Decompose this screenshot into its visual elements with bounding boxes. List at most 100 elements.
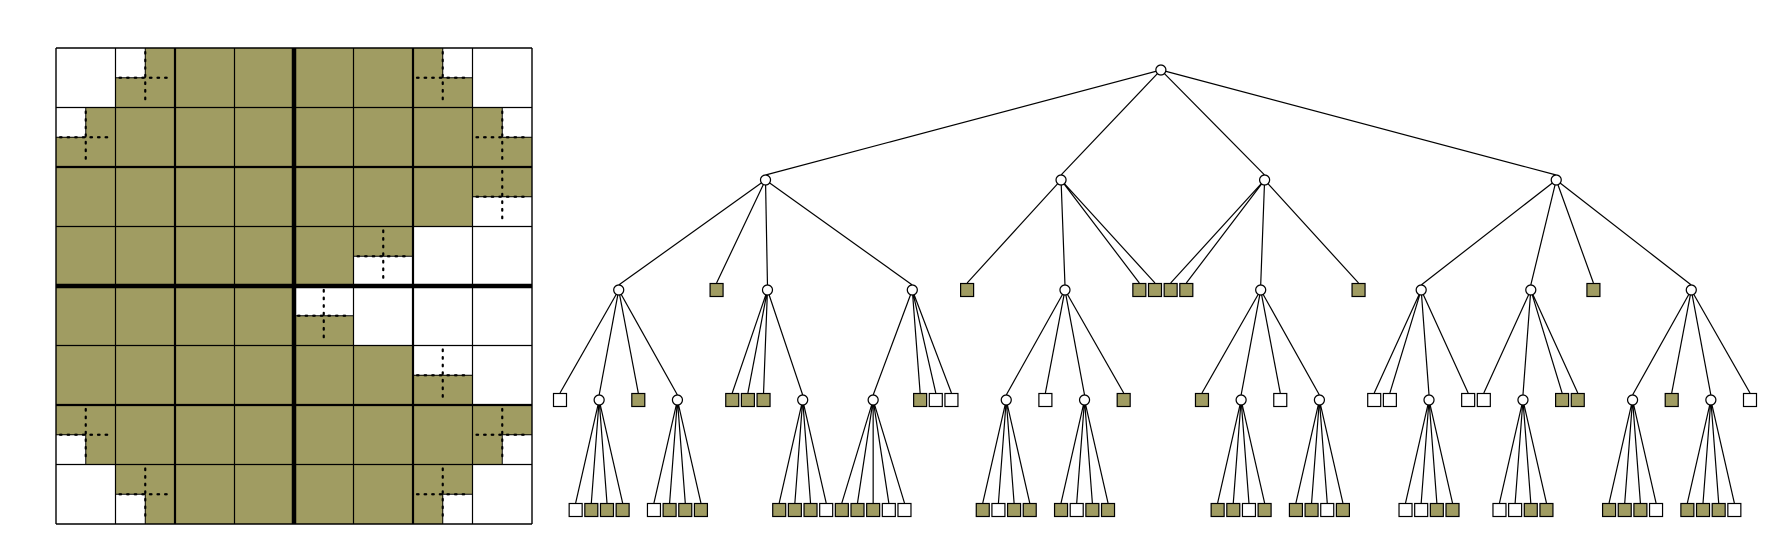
tree-edge-27 <box>856 399 874 504</box>
tree-internal-node-69 <box>1550 174 1562 186</box>
tree-internal-node-25 <box>906 284 918 296</box>
tree-edge-63 <box>1295 399 1320 504</box>
tree-edge-79 <box>1483 289 1532 394</box>
tree-edge-11 <box>669 399 679 504</box>
tree-edge-1 <box>618 179 766 286</box>
grid-cell-1-1 <box>115 107 175 167</box>
tree-edge-43 <box>1064 289 1086 396</box>
tree-full-leaf-41 <box>1006 502 1022 518</box>
grid-cell-7-7 <box>472 464 532 524</box>
tree-empty-leaf-24 <box>819 502 834 518</box>
tree-full-leaf-36 <box>960 282 975 298</box>
tree-edge-60 <box>1240 399 1266 504</box>
grid-cell-3-4 <box>294 226 354 286</box>
tree-empty-leaf-80 <box>1476 392 1491 408</box>
tree-empty-leaf-101 <box>1742 392 1758 408</box>
tree-edge-75 <box>1428 399 1438 504</box>
tree-edge-4 <box>575 399 600 504</box>
tree-full-leaf-39 <box>975 502 990 518</box>
tree-full-leaf-85 <box>1539 502 1554 518</box>
tree-edge-23 <box>802 399 827 504</box>
grid-cell-2-4 <box>294 167 354 227</box>
tree-full-leaf-56 <box>1194 392 1210 408</box>
grid-cell-4-6 <box>413 286 473 346</box>
grid-cell-2-2 <box>175 167 235 227</box>
tree-edge-100 <box>1690 289 1751 394</box>
tree-edge-44 <box>1060 399 1086 504</box>
tree-full-leaf-7 <box>599 502 615 518</box>
tree-internal-node-79 <box>1525 284 1537 296</box>
tree-edge-90 <box>1608 399 1634 504</box>
tree-full-leaf-12 <box>662 502 677 518</box>
tree-empty-leaf-62 <box>1273 392 1288 408</box>
tree-edge-0 <box>765 69 1162 176</box>
tree-edge-12 <box>676 399 686 504</box>
tree-full-leaf-98 <box>1695 502 1711 518</box>
tree-internal-node-37 <box>1059 284 1071 296</box>
grid-cell-5-1 <box>115 345 175 405</box>
grid-cell-6-1 <box>115 405 175 465</box>
tree-empty-leaf-94 <box>1648 502 1664 518</box>
grid-cell-1-6 <box>413 107 473 167</box>
tree-edge-82 <box>1514 399 1524 504</box>
tree-full-leaf-14 <box>693 502 709 518</box>
tree-edge-81 <box>1498 399 1524 504</box>
grid-cell-1-2 <box>175 107 235 167</box>
tree-edge-24 <box>765 179 913 286</box>
grid-cell-7-4 <box>294 464 354 524</box>
tree-internal-node-96 <box>1705 394 1717 406</box>
tree-edge-65 <box>1318 399 1328 504</box>
tree-empty-leaf-40 <box>991 502 1006 518</box>
tree-edge-61 <box>1260 289 1281 394</box>
tree-edge-62 <box>1260 289 1320 396</box>
tree-internal-node-81 <box>1517 394 1529 406</box>
grid-cell-0-0 <box>56 48 116 108</box>
grid-cell-6-4 <box>294 405 354 465</box>
tree-edge-7 <box>598 399 624 504</box>
grid-cell-2-3 <box>234 167 294 227</box>
tree-edges <box>559 69 1751 504</box>
tree-empty-leaf-30 <box>881 502 896 518</box>
subcell-empty-11-0 <box>442 493 473 525</box>
subcell-empty-8-0 <box>55 434 87 465</box>
tree-edge-5 <box>590 399 600 504</box>
tree-empty-leaf-100 <box>1727 502 1742 518</box>
tree-full-leaf-18 <box>740 392 755 408</box>
tree-edge-32 <box>911 289 937 394</box>
tree-edge-37 <box>1005 289 1066 396</box>
tree-edge-9 <box>618 289 678 396</box>
tree-edge-74 <box>1420 399 1430 504</box>
tree-internal-node-16 <box>761 284 774 296</box>
tree-internal-node-0 <box>1155 64 1167 76</box>
tree-full-leaf-17 <box>725 392 740 408</box>
grid-cell-7-3 <box>234 464 294 524</box>
tree-full-leaf-21 <box>772 502 787 518</box>
tree-edge-39 <box>997 399 1007 504</box>
tree-full-leaf-50 <box>1132 282 1147 298</box>
tree-edge-66 <box>1318 399 1344 504</box>
grid-subdivision-lines <box>58 50 530 522</box>
tree-edge-8 <box>618 289 639 394</box>
tree-full-leaf-64 <box>1288 502 1304 518</box>
tree-internal-node-1 <box>759 174 772 186</box>
tree-edge-73 <box>1404 399 1430 504</box>
tree-full-leaf-13 <box>678 502 693 518</box>
tree-full-leaf-29 <box>866 502 881 518</box>
tree-empty-leaf-34 <box>944 392 959 408</box>
grid-cell-0-2 <box>175 48 235 108</box>
tree-full-leaf-23 <box>803 502 818 518</box>
grid-cell-7-5 <box>353 464 413 524</box>
tree-edge-52 <box>1170 179 1266 284</box>
grid-cell-4-7 <box>472 286 532 346</box>
tree-edge-58 <box>1232 399 1242 504</box>
grid-cell-2-1 <box>115 167 175 227</box>
tree-internal-node-20 <box>797 394 809 406</box>
tree-edge-68 <box>1160 69 1557 176</box>
tree-edge-92 <box>1631 399 1641 504</box>
grid-cell-0-5 <box>353 48 413 108</box>
tree-full-leaf-19 <box>756 392 771 408</box>
tree-empty-leaf-82 <box>1492 502 1507 518</box>
subcell-empty-1-0 <box>55 107 87 138</box>
grid-cell-5-5 <box>353 345 413 405</box>
